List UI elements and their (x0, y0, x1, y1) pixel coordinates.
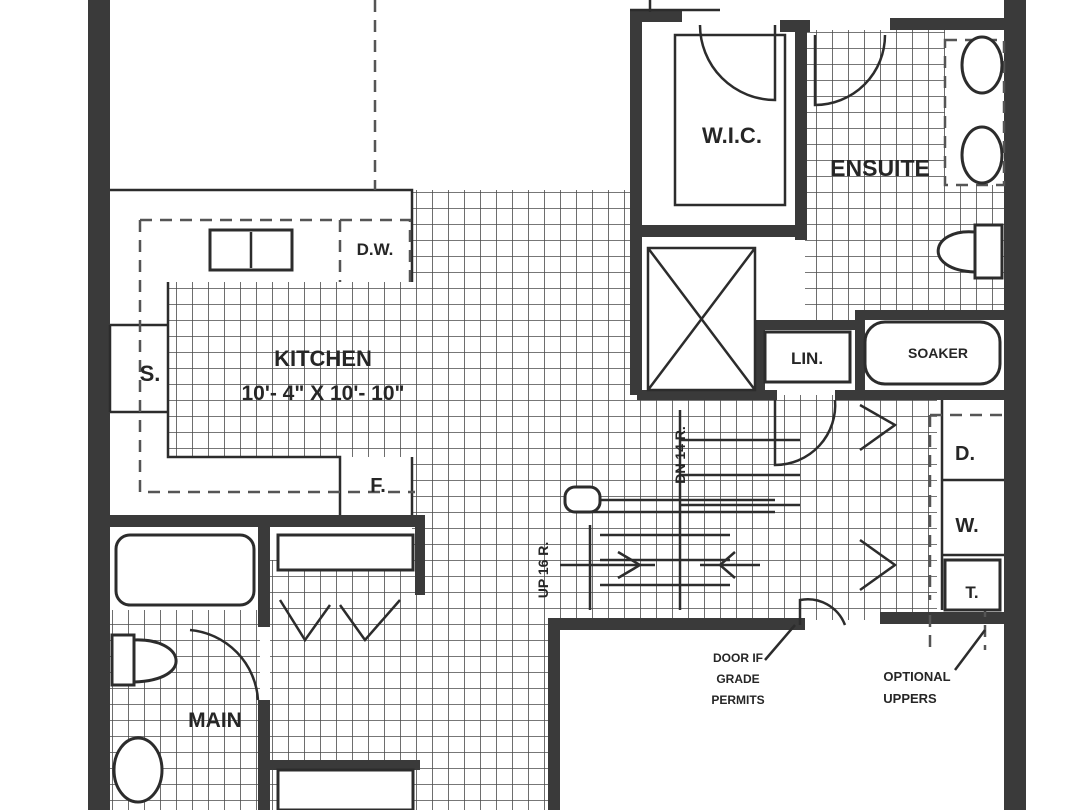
label-dryer: D. (955, 443, 975, 465)
label-stove: S. (140, 361, 161, 386)
label-linen: LIN. (791, 349, 823, 368)
closet-shelf-lower (276, 768, 415, 810)
laundry-tub (943, 558, 1002, 612)
walls (88, 0, 1026, 810)
label-dw: D.W. (357, 240, 394, 259)
main-toilet-icon (110, 633, 178, 687)
room-labels: W.I.C. ENSUITE D.W. KITCHEN 10'- 4" X 10… (140, 123, 979, 732)
kitchen-sink-icon (208, 228, 294, 272)
label-door-note-2: GRADE (716, 672, 759, 686)
dashed-outlines (138, 0, 1006, 650)
label-tub: T. (965, 583, 978, 602)
label-kitchen: KITCHEN (274, 346, 372, 371)
main-sink-icon (112, 736, 164, 804)
label-ensuite: ENSUITE (830, 155, 930, 181)
door-swings (189, 0, 887, 701)
stair-newel (563, 485, 602, 514)
leader-lines (764, 624, 986, 671)
label-stairs-up: UP 16 R. (535, 542, 551, 599)
fixtures (110, 35, 1004, 810)
closet-shelf (276, 533, 415, 572)
label-soaker: SOAKER (908, 345, 968, 361)
label-wic: W.I.C. (702, 123, 762, 148)
label-washer: W. (955, 515, 978, 537)
label-door-note-1: DOOR IF (713, 651, 763, 665)
bifold-doors (278, 403, 898, 643)
label-stairs-down: DN 14 R. (672, 426, 688, 484)
ensuite-toilet-icon (936, 223, 1004, 280)
label-main: MAIN (188, 709, 242, 732)
label-kitchen-dims: 10'- 4" X 10'- 10" (242, 382, 405, 405)
label-optional-uppers-2: UPPERS (883, 691, 937, 706)
linen-closet (763, 330, 852, 384)
label-optional-uppers-1: OPTIONAL (883, 669, 950, 684)
partitions (108, 33, 1004, 610)
label-door-note-3: PERMITS (711, 693, 764, 707)
ensuite-sinks-icon (960, 35, 1004, 185)
label-fridge: F. (370, 475, 386, 497)
bathtub-icon (114, 533, 256, 607)
soaker-tub-icon (863, 320, 1002, 386)
blank-areas (420, 0, 1005, 810)
